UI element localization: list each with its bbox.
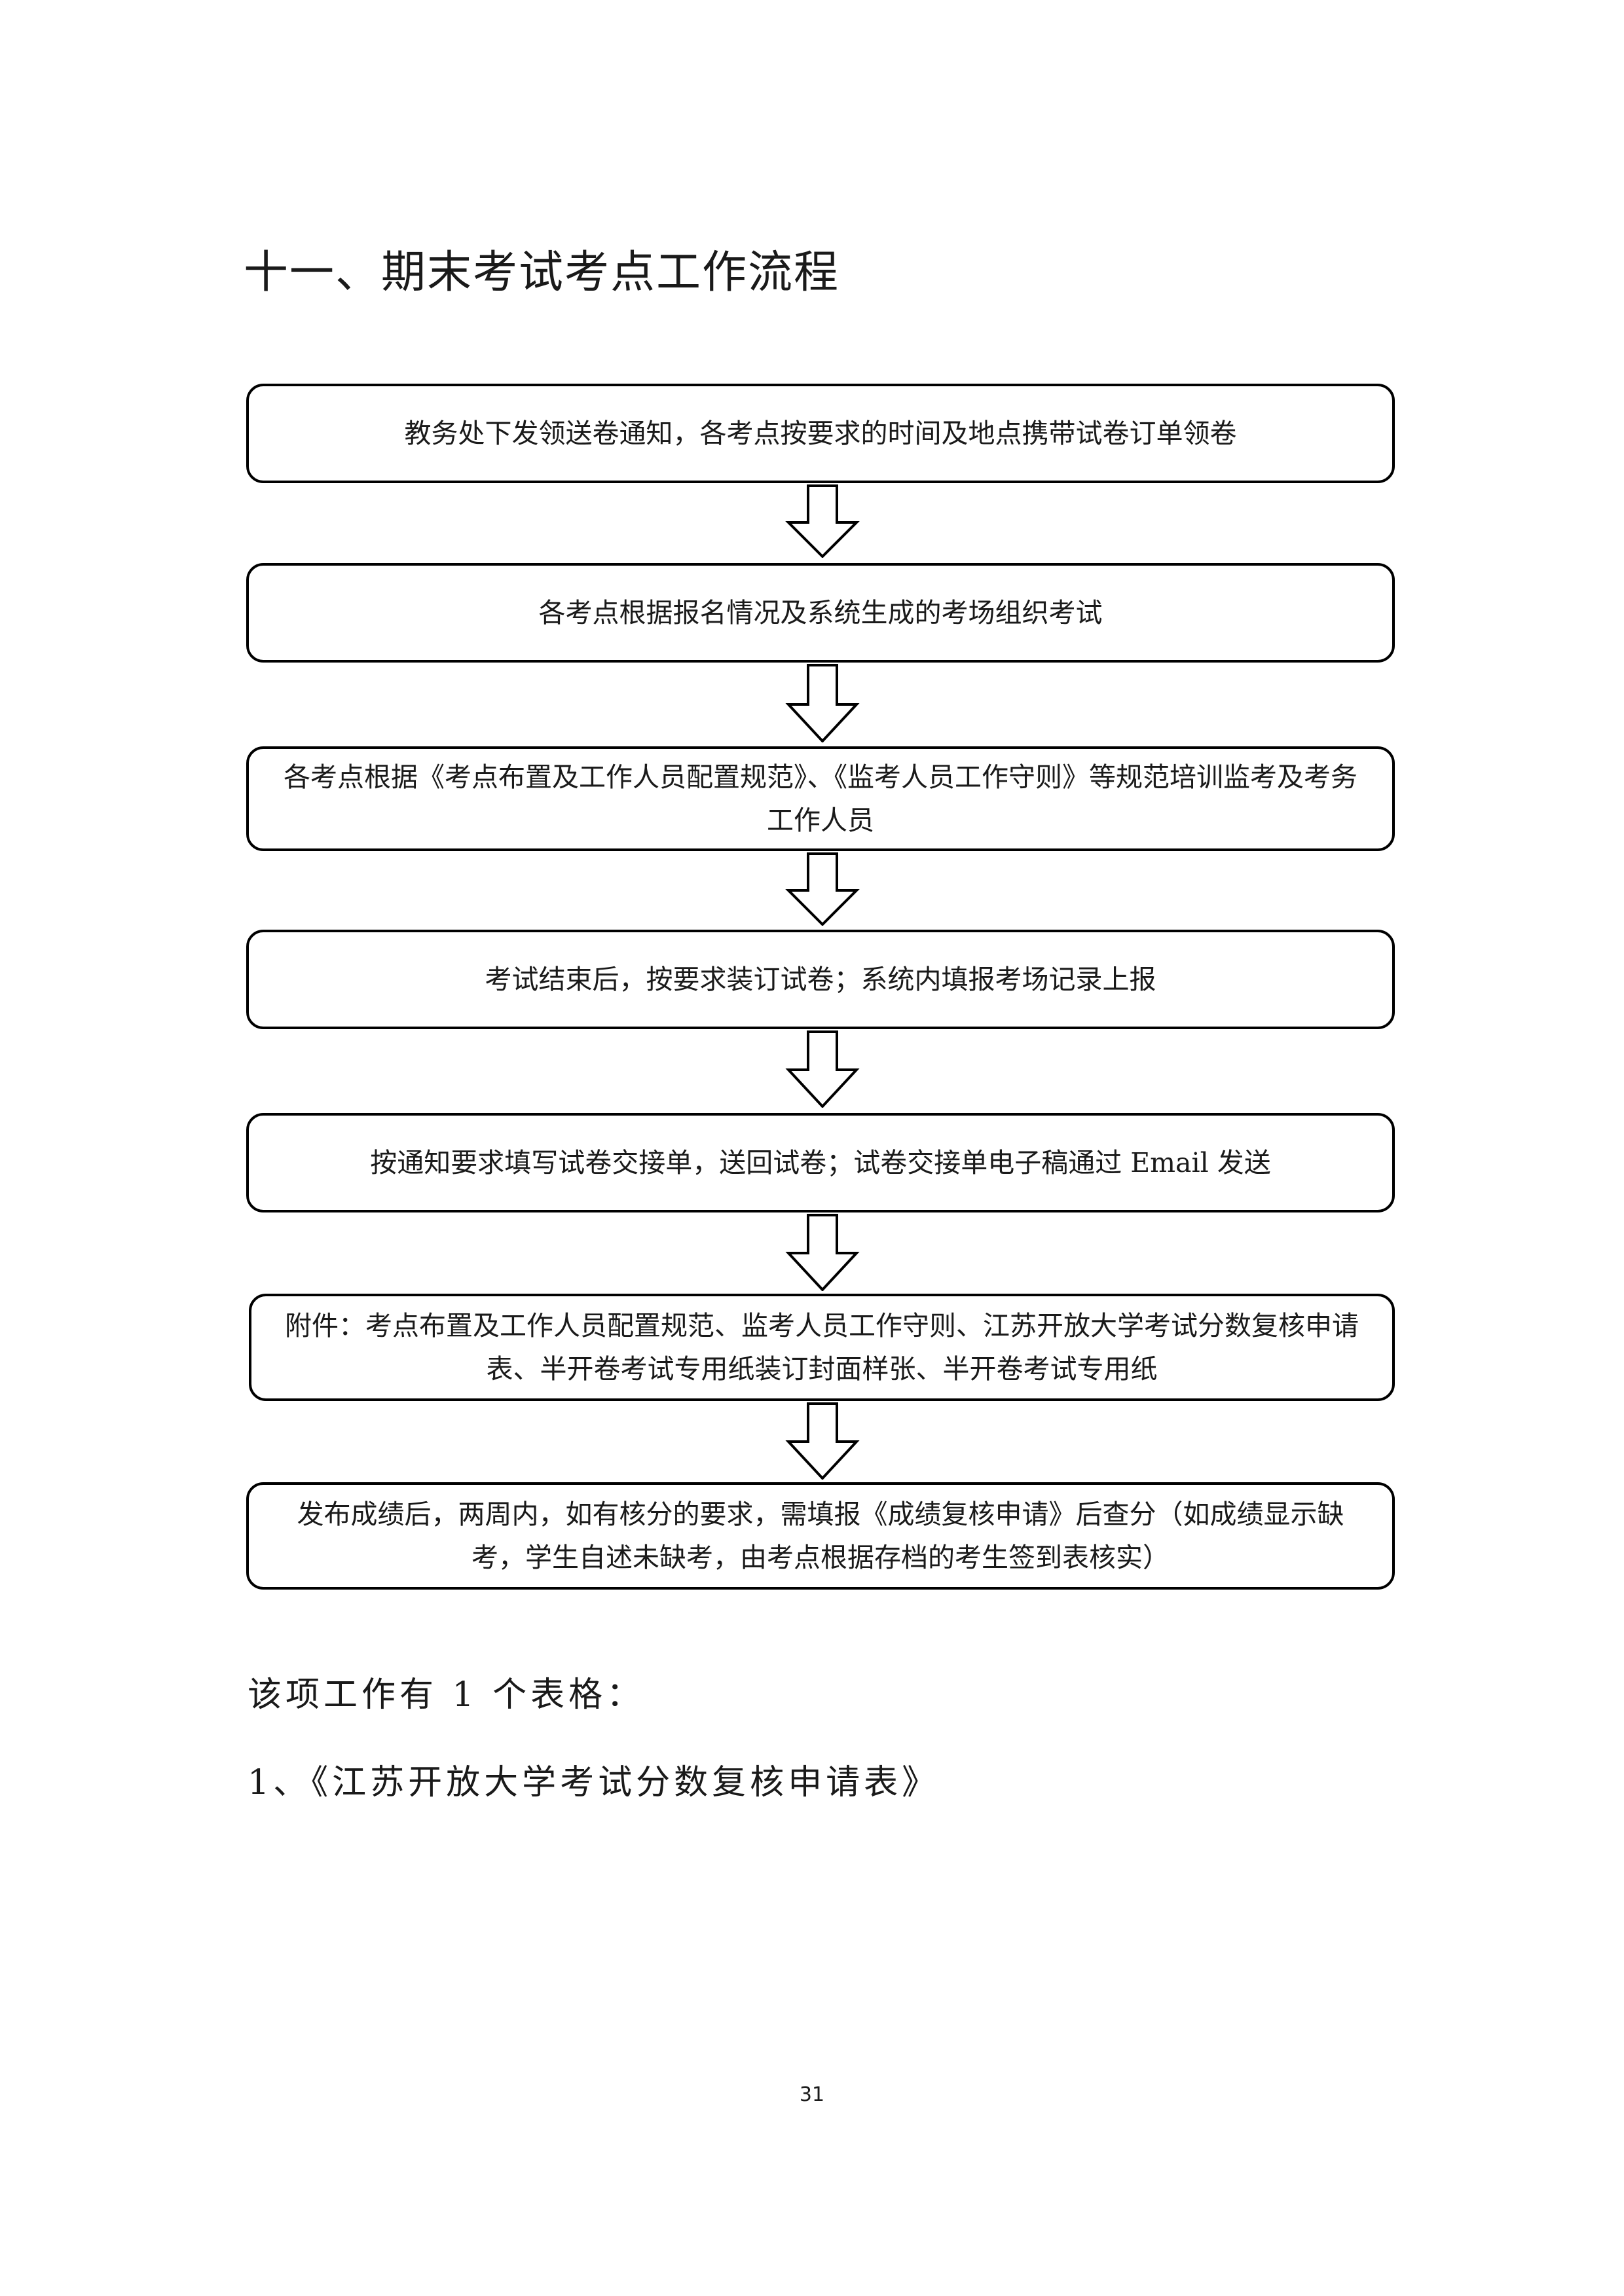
down-arrow-icon [785,852,860,926]
down-arrow-icon [785,484,860,558]
flow-step-2: 各考点根据报名情况及系统生成的考场组织考试 [246,563,1395,663]
flow-step-4: 考试结束后，按要求装订试卷；系统内填报考场记录上报 [246,930,1395,1029]
flow-step-text: 附件：考点布置及工作人员配置规范、监考人员工作守则、江苏开放大学考试分数复核申请… [285,1310,1359,1385]
flow-step-text: 各考点根据报名情况及系统生成的考场组织考试 [538,597,1103,629]
flow-step-text: 发布成绩后，两周内，如有核分的要求，需填报《成绩复核申请》后查分（如成绩显示缺考… [297,1499,1344,1573]
flow-step-text: 各考点根据《考点布置及工作人员配置规范》、《监考人员工作守则》等规范培训监考及考… [284,761,1357,836]
flow-step-text: 教务处下发领送卷通知，各考点按要求的时间及地点携带试卷订单领卷 [404,418,1237,449]
flow-step-6: 附件：考点布置及工作人员配置规范、监考人员工作守则、江苏开放大学考试分数复核申请… [249,1294,1395,1401]
down-arrow-icon [785,1030,860,1108]
flow-step-7: 发布成绩后，两周内，如有核分的要求，需填报《成绩复核申请》后查分（如成绩显示缺考… [246,1482,1395,1590]
page-title: 十一、期末考试考点工作流程 [244,247,840,299]
down-arrow-icon [785,664,860,742]
flow-step-text: 按通知要求填写试卷交接单，送回试卷；试卷交接单电子稿通过 Email 发送 [370,1147,1271,1178]
down-arrow-icon [785,1402,860,1480]
form-item: 1、《江苏开放大学考试分数复核申请表》 [248,1763,940,1802]
flow-step-text: 考试结束后，按要求装订试卷；系统内填报考场记录上报 [485,964,1156,995]
flow-step-5: 按通知要求填写试卷交接单，送回试卷；试卷交接单电子稿通过 Email 发送 [246,1113,1395,1212]
page-number: 31 [799,2083,825,2106]
form-intro: 该项工作有 1 个表格： [248,1675,645,1715]
flow-step-3: 各考点根据《考点布置及工作人员配置规范》、《监考人员工作守则》等规范培训监考及考… [246,746,1395,851]
flow-step-1: 教务处下发领送卷通知，各考点按要求的时间及地点携带试卷订单领卷 [246,384,1395,483]
down-arrow-icon [785,1214,860,1291]
